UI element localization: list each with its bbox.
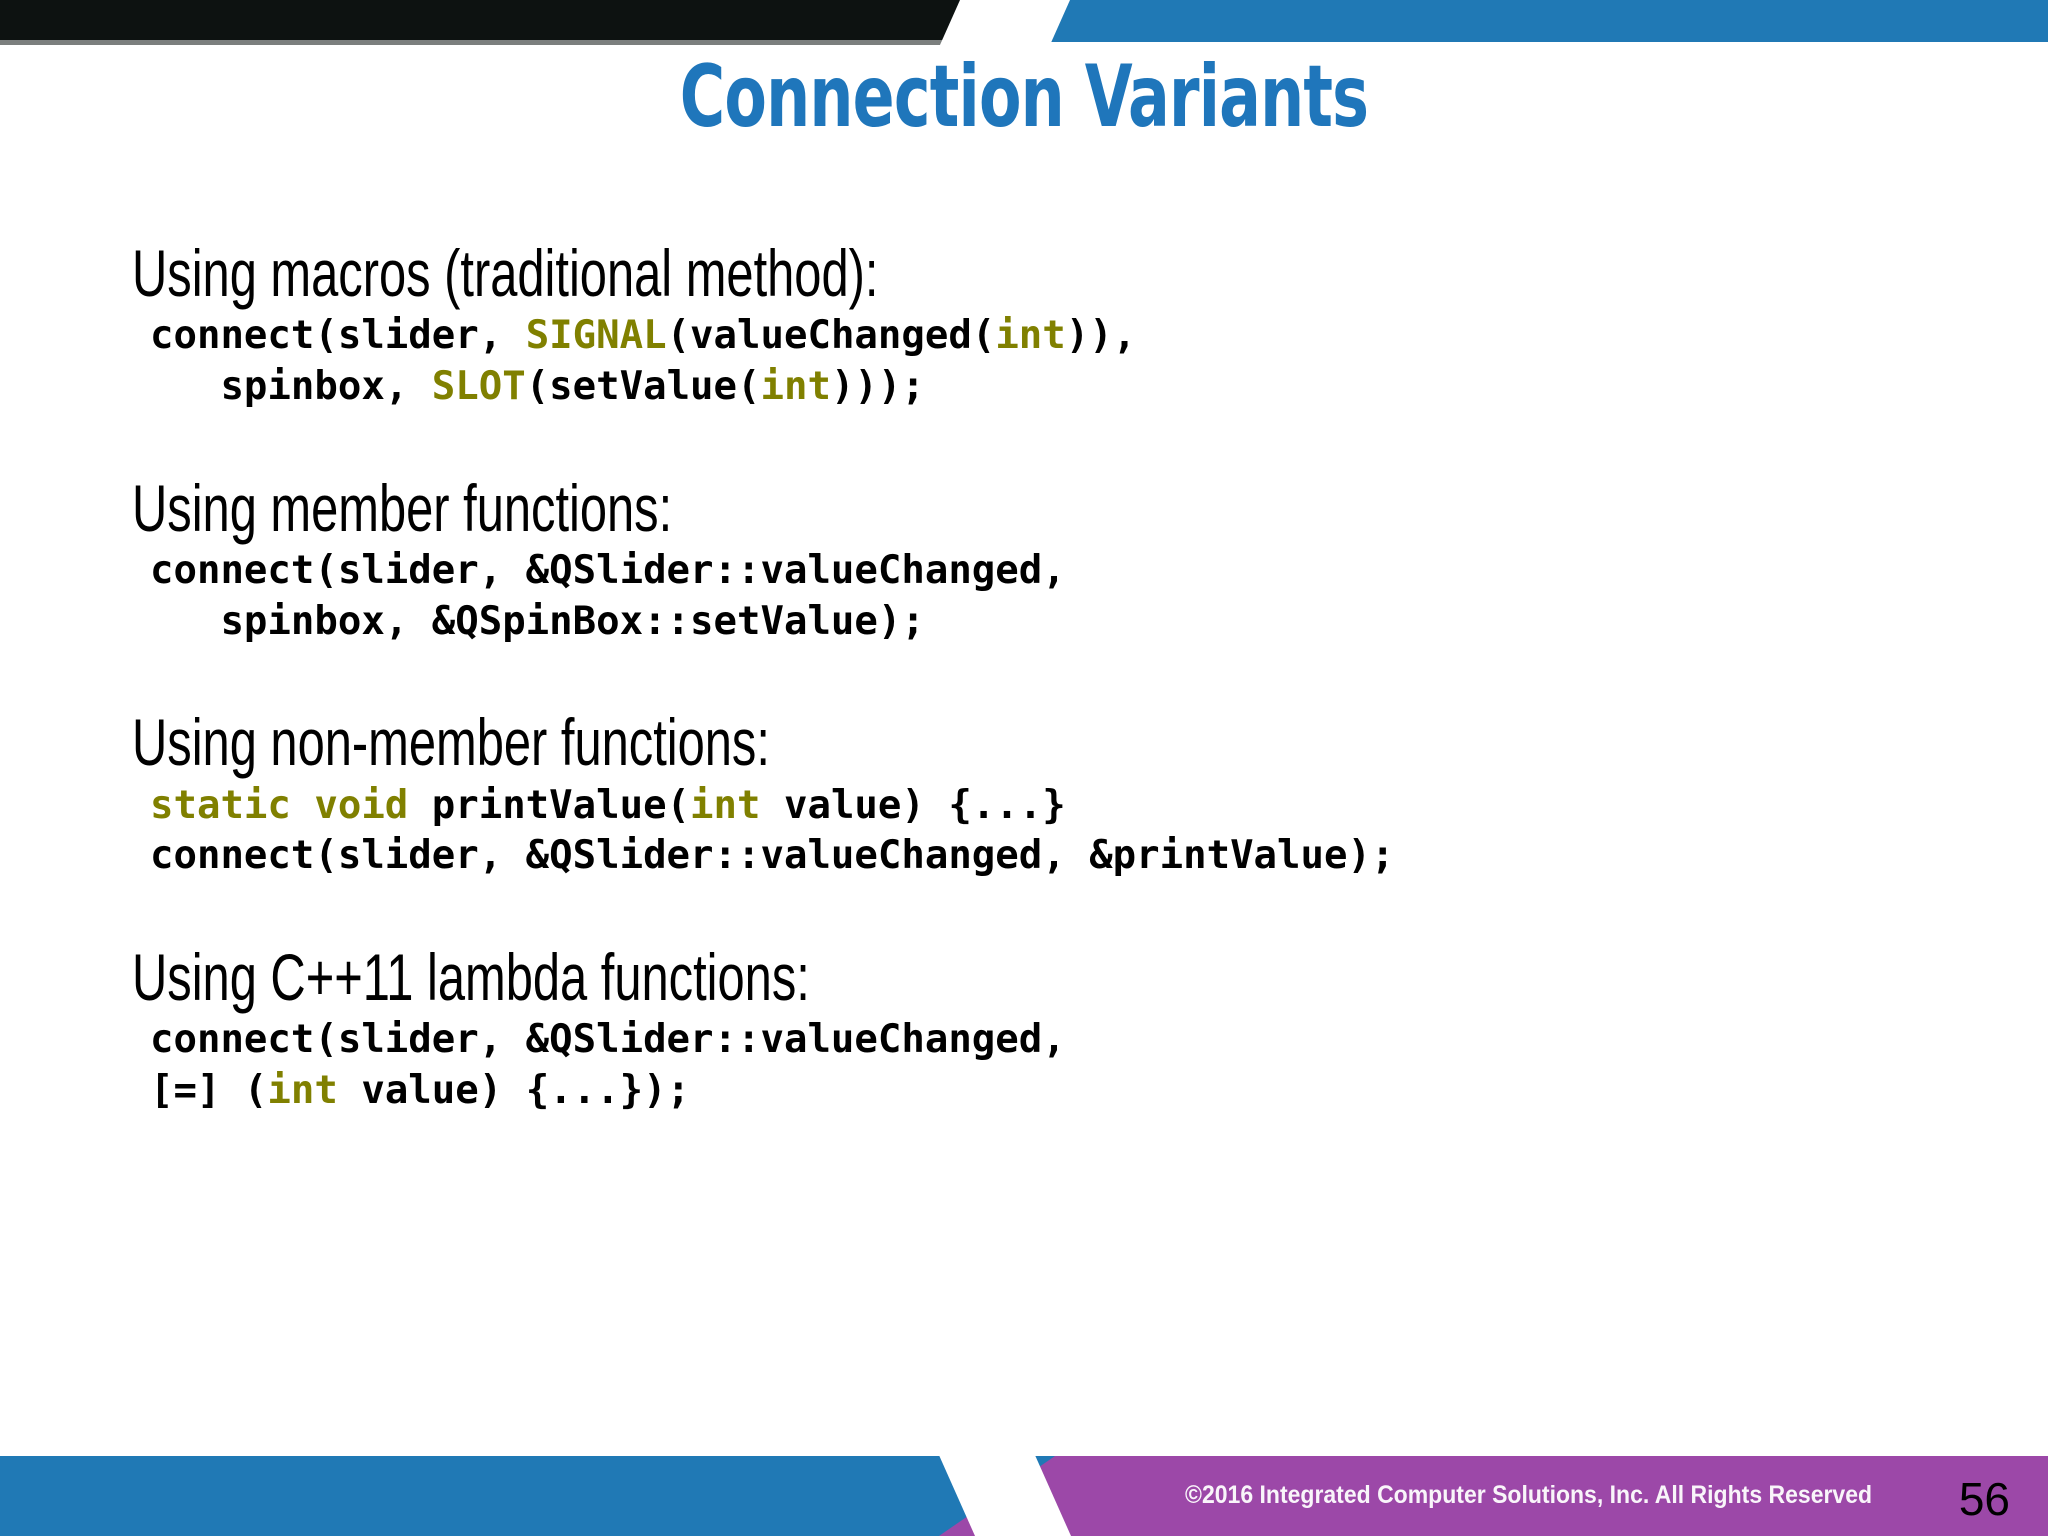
- code-text: )),: [1065, 313, 1137, 359]
- code-keyword: int: [267, 1068, 338, 1114]
- code-text: connect(slider,: [150, 313, 526, 359]
- code-text: value) {...});: [337, 1068, 691, 1114]
- top-banner: [0, 0, 2048, 46]
- code-keyword: SLOT: [431, 364, 526, 409]
- code-text: [=] (: [150, 1068, 268, 1114]
- code-line: connect(slider, SIGNAL(valueChanged(int)…: [150, 311, 1982, 362]
- section-spacer: [132, 647, 1982, 709]
- code-line: spinbox, SLOT(setValue(int)));: [150, 362, 1982, 413]
- code-keyword: SIGNAL: [525, 313, 667, 359]
- code-text: connect(slider, &QSlider::valueChanged, …: [150, 833, 1395, 879]
- code-text: connect(slider, &QSlider::valueChanged,: [150, 548, 1066, 593]
- code-text: printValue(: [408, 782, 691, 828]
- section-using-macros: Using macros (traditional method): conne…: [132, 236, 1982, 413]
- footer-banner: ©2016 Integrated Computer Solutions, Inc…: [0, 1454, 2048, 1536]
- code-keyword: int: [995, 313, 1066, 359]
- code-keyword: int: [690, 782, 761, 828]
- top-banner-white-diagonal: [939, 0, 1070, 46]
- code-block: connect(slider, &QSlider::valueChanged,[…: [150, 1015, 1982, 1116]
- code-line: [=] (int value) {...});: [150, 1066, 1982, 1117]
- top-banner-black-bar-shadow: [0, 40, 971, 45]
- section-non-member-functions: Using non-member functions: static void …: [132, 709, 1982, 882]
- code-keyword: static void: [150, 782, 409, 828]
- code-block: connect(slider, SIGNAL(valueChanged(int)…: [150, 311, 1982, 412]
- slide-page-number: 56: [1958, 1473, 2010, 1525]
- code-line: connect(slider, &QSlider::valueChanged,: [150, 1015, 1982, 1066]
- copyright-notice: ©2016 Integrated Computer Solutions, Inc…: [1185, 1481, 1873, 1509]
- page-title: Connection Variants: [679, 47, 1369, 147]
- slide-content: Using macros (traditional method): conne…: [132, 236, 1982, 1117]
- code-line: static void printValue(int value) {...}: [150, 781, 1982, 832]
- section-member-functions: Using member functions: connect(slider, …: [132, 470, 1982, 648]
- code-line: connect(slider, &QSlider::valueChanged, …: [150, 831, 1982, 882]
- section-lambda-functions: Using C++11 lambda functions: connect(sl…: [132, 940, 1982, 1117]
- code-text: connect(slider, &QSlider::valueChanged,: [150, 1017, 1066, 1063]
- code-block: static void printValue(int value) {...}c…: [150, 781, 1982, 882]
- section-spacer: [132, 882, 1982, 944]
- code-line: spinbox, &QSpinBox::setValue);: [150, 597, 1982, 648]
- code-text: (setValue(: [525, 364, 761, 409]
- code-text: value) {...}: [760, 782, 1066, 828]
- code-text: spinbox,: [150, 364, 432, 409]
- footer-blue-bar: [0, 1456, 1055, 1536]
- code-line: connect(slider, &QSlider::valueChanged,: [150, 546, 1982, 597]
- code-text: (valueChanged(: [666, 313, 996, 359]
- section-heading: Using macros (traditional method):: [132, 236, 879, 310]
- code-text: spinbox, &QSpinBox::setValue);: [150, 598, 925, 644]
- section-heading: Using member functions:: [132, 470, 673, 545]
- section-heading: Using C++11 lambda functions:: [132, 940, 810, 1015]
- section-heading: Using non-member functions:: [132, 705, 770, 780]
- section-spacer: [132, 413, 1982, 475]
- code-block: connect(slider, &QSlider::valueChanged, …: [150, 546, 1982, 647]
- code-keyword: int: [760, 364, 831, 409]
- code-text: )));: [830, 364, 925, 409]
- top-banner-black-bar: [0, 0, 1040, 42]
